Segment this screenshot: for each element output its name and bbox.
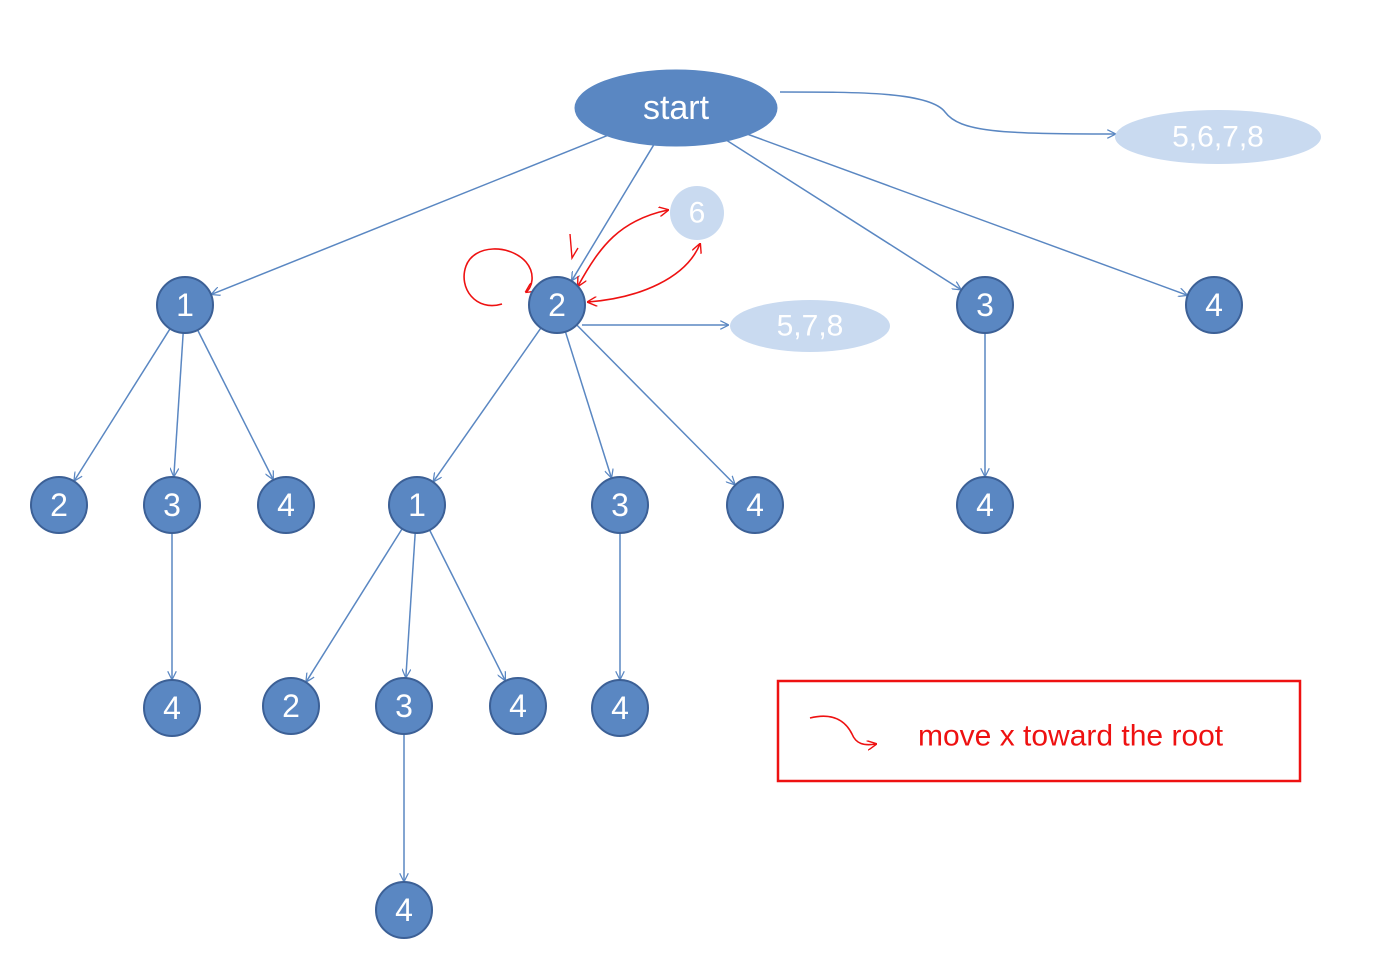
edge-L1_1-to-A_4 xyxy=(196,329,273,479)
node-circle xyxy=(143,476,201,534)
moved-node: 6 xyxy=(670,186,724,240)
remaining-set-node2: 5,7,8 xyxy=(730,300,890,352)
node-label: 2 xyxy=(282,688,300,724)
node-circle xyxy=(257,476,315,534)
tree-node-B_1_3_4: 4 xyxy=(375,881,433,939)
node-circle xyxy=(528,276,586,334)
node-circle xyxy=(591,476,649,534)
node-label: 2 xyxy=(50,487,68,523)
root-to-remaining-set-edge xyxy=(779,91,1115,134)
tree-node-A_3_4: 4 xyxy=(143,679,201,737)
node-label: 4 xyxy=(163,690,181,726)
node-label: 4 xyxy=(509,688,527,724)
node-label: 4 xyxy=(395,892,413,928)
node-circle xyxy=(30,476,88,534)
self-loop-arrow xyxy=(463,248,532,307)
node-circle xyxy=(143,679,201,737)
remaining-set-root: 5,6,7,8 xyxy=(1115,110,1321,164)
legend-text: move x toward the root xyxy=(918,720,1224,753)
swap-arrow-lower xyxy=(588,244,700,302)
node-label: 4 xyxy=(277,487,295,523)
edge-root-to-L1_2 xyxy=(572,144,655,280)
tree-node-L1_2: 2 xyxy=(528,276,586,334)
node-label: 4 xyxy=(976,487,994,523)
moved-node-label: 6 xyxy=(689,197,706,230)
node-circle xyxy=(262,677,320,735)
legend: move x toward the root xyxy=(776,679,1302,783)
edge-L1_1-to-A_3 xyxy=(174,332,184,476)
edge-root-to-L1_4 xyxy=(748,133,1186,296)
edge-B_1-to-B_1_4 xyxy=(428,529,505,680)
node-circle xyxy=(956,476,1014,534)
tick-mark xyxy=(569,233,579,261)
edge-root-to-L1_3 xyxy=(726,140,960,290)
node-circle xyxy=(375,881,433,939)
node-label: 3 xyxy=(163,487,181,523)
node-circle xyxy=(156,276,214,334)
edge-B_1-to-B_1_2 xyxy=(306,528,403,682)
edge-root-to-L1_1 xyxy=(212,135,608,294)
tree-node-L1_4: 4 xyxy=(1185,276,1243,334)
edges-layer xyxy=(74,133,1186,881)
tree-node-B_1: 1 xyxy=(388,476,446,534)
node-circle xyxy=(489,677,547,735)
legend-box xyxy=(776,679,1302,783)
node-circle xyxy=(1185,276,1243,334)
node-circle xyxy=(375,677,433,735)
node-label: 1 xyxy=(176,287,194,323)
root-node: start xyxy=(574,69,778,147)
node-circle xyxy=(388,476,446,534)
tree-node-B_1_2: 2 xyxy=(262,677,320,735)
node-label: 3 xyxy=(395,688,413,724)
edge-L1_2-to-B_4 xyxy=(576,324,735,484)
node-label: 4 xyxy=(1205,287,1223,323)
edge-L1_1-to-A_2 xyxy=(74,328,171,481)
tree-node-L1_3: 3 xyxy=(956,276,1014,334)
node-label: 3 xyxy=(611,487,629,523)
nodes-layer: 1 2 3 4 2 3 4 4 1 3 4 2 3 4 4 4 4 xyxy=(30,276,1243,939)
tree-node-A_3: 3 xyxy=(143,476,201,534)
tree-node-A_4: 4 xyxy=(257,476,315,534)
tree-node-B_3: 3 xyxy=(591,476,649,534)
node-label: 4 xyxy=(746,487,764,523)
tree-node-A_2: 2 xyxy=(30,476,88,534)
tree-node-B_4: 4 xyxy=(726,476,784,534)
root-label: start xyxy=(643,89,710,127)
swap-arrow-upper xyxy=(578,210,668,286)
remaining-set-root-label: 5,6,7,8 xyxy=(1172,121,1264,154)
node-circle xyxy=(591,679,649,737)
tree-node-C_4: 4 xyxy=(956,476,1014,534)
node-label: 2 xyxy=(548,287,566,323)
tree-node-B_1_4: 4 xyxy=(489,677,547,735)
node-label: 1 xyxy=(408,487,426,523)
node-label: 3 xyxy=(976,287,994,323)
legend-arrow-icon xyxy=(809,715,876,744)
move-toward-root-annotation xyxy=(463,210,700,307)
tree-node-L1_1: 1 xyxy=(156,276,214,334)
edge-L1_2-to-B_1 xyxy=(434,327,542,481)
node-circle xyxy=(956,276,1014,334)
node-circle xyxy=(726,476,784,534)
node-label: 4 xyxy=(611,690,629,726)
tree-node-B_3_4: 4 xyxy=(591,679,649,737)
remaining-set-node2-label: 5,7,8 xyxy=(777,310,844,343)
edge-B_1-to-B_1_3 xyxy=(406,532,416,677)
tree-node-B_1_3: 3 xyxy=(375,677,433,735)
edge-L1_2-to-B_3 xyxy=(564,331,611,478)
